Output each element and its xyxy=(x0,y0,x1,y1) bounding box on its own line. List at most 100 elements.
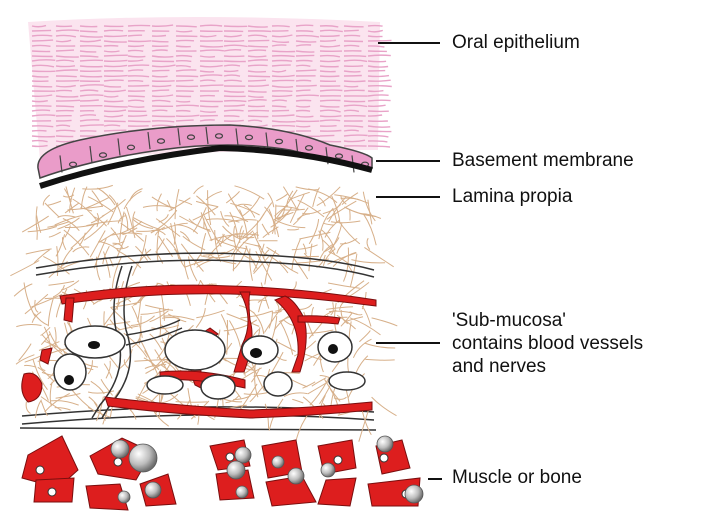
epithelium-stroke xyxy=(247,115,269,118)
lamina-fiber xyxy=(55,234,66,257)
epithelium-stroke xyxy=(151,64,176,68)
epithelium-stroke xyxy=(127,95,145,98)
lamina-fiber xyxy=(62,194,75,198)
lamina-fiber xyxy=(44,202,60,218)
lamina-fiber xyxy=(35,206,38,231)
epithelium-stroke xyxy=(55,119,72,122)
lamina-fiber xyxy=(178,199,193,206)
lamina-fiber xyxy=(183,259,189,280)
lamina-fiber xyxy=(362,191,376,222)
lamina-fiber xyxy=(119,211,125,243)
lamina-fiber xyxy=(188,218,211,231)
epithelium-stroke xyxy=(103,105,128,108)
lamina-fiber xyxy=(72,198,99,222)
epithelium-stroke xyxy=(127,59,144,62)
epithelium-stroke xyxy=(151,109,168,112)
lamina-fiber xyxy=(218,248,235,257)
submucosa-fiber xyxy=(118,348,133,370)
label-lamina-propia: Lamina propia xyxy=(452,186,573,207)
submucosa-fiber xyxy=(258,300,263,313)
label-muscle-or-bone: Muscle or bone xyxy=(452,467,582,488)
lamina-fiber xyxy=(274,205,289,217)
epithelium-stroke xyxy=(151,49,168,52)
epithelium-stroke xyxy=(55,29,80,32)
epithelium-stroke xyxy=(151,99,171,103)
epithelium-stroke xyxy=(199,24,223,27)
epithelium-stroke xyxy=(103,40,127,43)
lamina-fiber xyxy=(161,222,188,231)
submucosa-fiber xyxy=(340,312,353,327)
basal-cell-wall xyxy=(147,132,151,150)
lamina-fiber xyxy=(57,215,76,219)
epithelium-stroke xyxy=(319,89,343,92)
epithelium-stroke xyxy=(31,55,53,58)
lamina-fiber xyxy=(155,251,164,264)
epithelium-stroke xyxy=(31,75,49,78)
lamina-fiber xyxy=(308,219,320,245)
submucosa-fiber xyxy=(226,319,229,355)
epithelium-stroke xyxy=(247,105,266,108)
epithelium-stroke xyxy=(31,39,54,42)
epithelium-stroke xyxy=(31,100,48,103)
lamina-fiber xyxy=(166,238,183,263)
epithelium-stroke xyxy=(319,119,341,122)
submucosa-fiber xyxy=(49,381,53,407)
submucosa-fiber xyxy=(31,293,63,308)
basal-cell-nucleus xyxy=(186,134,196,141)
lamina-fiber xyxy=(340,197,361,201)
submucosa-fiber xyxy=(251,361,265,392)
lamina-fiber xyxy=(287,228,300,231)
submucosa-fiber xyxy=(364,342,396,349)
epithelium-stroke xyxy=(79,119,100,122)
lamina-fiber xyxy=(291,244,318,251)
lamina-fiber xyxy=(47,221,70,228)
lamina-fiber xyxy=(25,248,52,255)
submucosa-fiber xyxy=(361,305,372,327)
epithelium-stroke xyxy=(79,99,99,102)
epithelium-stroke xyxy=(343,40,364,43)
epithelium-stroke xyxy=(199,74,223,77)
epithelium-stroke xyxy=(271,99,288,102)
epithelium-stroke xyxy=(295,84,317,87)
submucosa-fiber xyxy=(34,299,39,313)
epithelium-stroke xyxy=(127,55,146,58)
epithelium-stroke xyxy=(79,55,99,58)
submucosa-fiber xyxy=(240,310,273,319)
lamina-fiber xyxy=(222,225,242,241)
epithelium-stroke xyxy=(343,25,364,28)
lamina-fiber xyxy=(253,243,265,272)
lamina-fiber xyxy=(216,234,226,245)
epithelium-stroke xyxy=(199,105,219,108)
submucosa-fiber xyxy=(371,396,397,417)
lamina-fiber xyxy=(180,231,191,242)
epithelium-stroke xyxy=(175,60,192,63)
lamina-fiber xyxy=(62,218,80,232)
lamina-fiber xyxy=(232,246,248,271)
basal-cell-wall xyxy=(117,138,121,156)
epithelium-stroke xyxy=(175,114,200,117)
lamina-fiber xyxy=(288,191,310,201)
lamina-fiber xyxy=(176,224,199,235)
lamina-fiber xyxy=(80,186,88,209)
epithelium-stroke xyxy=(367,135,389,138)
lamina-fiber xyxy=(322,248,336,266)
epithelium-stroke xyxy=(151,69,170,72)
lamina-fiber xyxy=(351,259,386,264)
epithelium-stroke xyxy=(247,64,268,67)
submucosa-fiber xyxy=(40,326,51,336)
submucosa-fiber xyxy=(175,401,208,403)
epithelium-stroke xyxy=(367,140,388,143)
epithelium-stroke xyxy=(199,64,223,68)
epithelium-stroke xyxy=(247,75,271,78)
submucosa-fiber xyxy=(227,404,247,409)
epithelium-stroke xyxy=(343,70,361,73)
lamina-fiber xyxy=(122,227,138,236)
epithelium-stroke xyxy=(79,50,97,53)
epithelium-stroke xyxy=(127,105,145,108)
epithelium-stroke xyxy=(271,64,291,67)
lamina-fiber xyxy=(276,211,290,220)
lamina-fiber xyxy=(85,196,110,209)
submucosa-fiber xyxy=(134,358,169,362)
epithelium-stroke xyxy=(271,124,296,127)
epithelium-stroke xyxy=(79,39,102,43)
